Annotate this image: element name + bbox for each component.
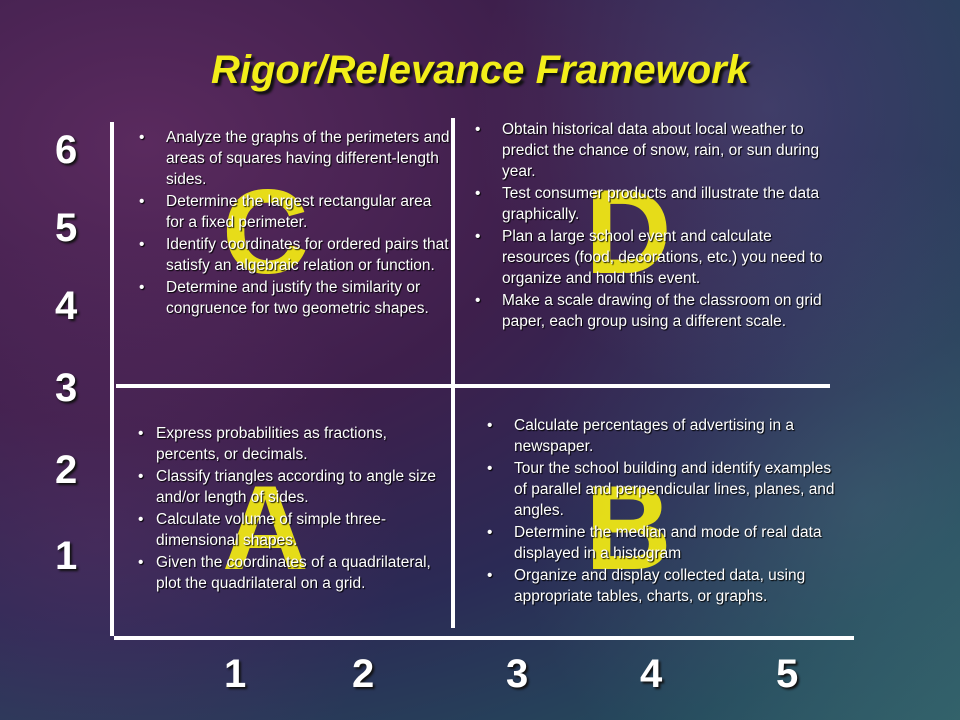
list-item: Given the coordinates of a quadrilateral… (138, 552, 444, 594)
list-item: Classify triangles according to angle si… (138, 466, 444, 508)
y-axis-label-1: 1 (55, 534, 78, 578)
x-axis-label-5: 5 (776, 652, 799, 696)
list-item: Determine the largest rectangular area f… (136, 191, 452, 233)
list-item: Analyze the graphs of the perimeters and… (136, 127, 452, 190)
x-axis-label-2: 2 (352, 652, 375, 696)
horizontal-divider (116, 384, 830, 388)
x-axis-label-4: 4 (640, 652, 663, 696)
list-item: Organize and display collected data, usi… (484, 565, 846, 607)
list-item: Plan a large school event and calculate … (472, 226, 832, 289)
list-item: Determine and justify the similarity or … (136, 277, 452, 319)
list-item: Obtain historical data about local weath… (472, 119, 832, 182)
list-item: Tour the school building and identify ex… (484, 458, 846, 521)
list-item: Make a scale drawing of the classroom on… (472, 290, 832, 332)
list-item: Identify coordinates for ordered pairs t… (136, 234, 452, 276)
list-item: Calculate volume of simple three-dimensi… (138, 509, 444, 551)
page-title: Rigor/Relevance Framework (211, 48, 749, 92)
y-axis-label-2: 2 (55, 448, 78, 492)
y-axis-label-3: 3 (55, 366, 78, 410)
y-axis-label-4: 4 (55, 284, 78, 328)
y-axis-label-5: 5 (55, 206, 78, 250)
list-item: Determine the median and mode of real da… (484, 522, 846, 564)
y-axis-label-6: 6 (55, 128, 78, 172)
list-item: Test consumer products and illustrate th… (472, 183, 832, 225)
list-item: Calculate percentages of advertising in … (484, 415, 846, 457)
y-axis-line (110, 122, 114, 636)
x-axis-line (114, 636, 854, 640)
x-axis-label-1: 1 (224, 652, 247, 696)
quadrant-b-list: Calculate percentages of advertising in … (484, 415, 846, 608)
x-axis-label-3: 3 (506, 652, 529, 696)
vertical-divider (451, 118, 455, 628)
quadrant-d-list: Obtain historical data about local weath… (472, 119, 832, 333)
quadrant-a-list: Express probabilities as fractions, perc… (138, 423, 444, 595)
quadrant-c-list: Analyze the graphs of the perimeters and… (136, 127, 452, 320)
list-item: Express probabilities as fractions, perc… (138, 423, 444, 465)
